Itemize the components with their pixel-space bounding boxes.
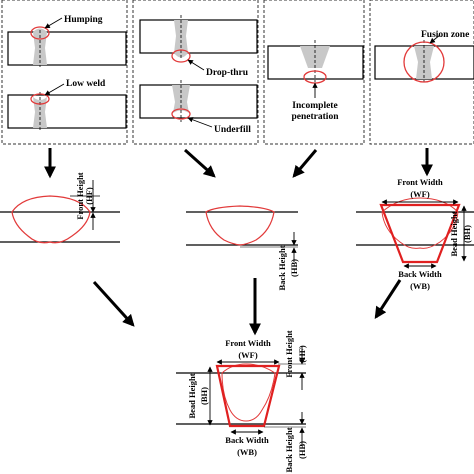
label-front-width-bottom: Front Width — [225, 338, 271, 348]
label-hf-bottom: (HF) — [297, 345, 307, 363]
label-back-width-right: Back Width — [398, 269, 442, 279]
label-humping: Humping — [64, 15, 103, 25]
label-front-height-left: Front Height — [75, 172, 85, 219]
panel-incomplete-penetration: Incomplete penetration — [263, 0, 365, 145]
label-bead-height-right: Bead Height — [449, 211, 459, 256]
bead-front-height: Front Height (HF) — [0, 172, 120, 244]
label-back-height-bottom: Back Height — [284, 427, 294, 472]
plate-humping: Humping — [7, 15, 127, 67]
flow-arrows-top — [44, 148, 433, 179]
label-incomplete-2: penetration — [292, 112, 340, 122]
label-hb-bottom: (HB) — [297, 441, 307, 459]
label-bead-height-bottom: Bead Height — [187, 373, 197, 418]
label-front-height-bottom: Front Height — [284, 330, 294, 377]
flow-arrows-bottom — [92, 278, 402, 336]
label-fusion-zone: Fusion zone — [421, 30, 469, 40]
label-low-weld: Low weld — [66, 79, 106, 89]
label-incomplete-1: Incomplete — [292, 101, 337, 111]
bead-back-height: Back Height (HB) — [186, 205, 299, 291]
label-bh-right: (BH) — [462, 225, 472, 243]
label-hf-left: (HF) — [84, 187, 94, 205]
bead-combined: Front Width (WF) Front Height (HF) Bead … — [176, 330, 307, 473]
panel-humping-lowweld: Humping Low weld — [1, 0, 128, 145]
panel-fusion-zone: Fusion zone — [369, 0, 474, 145]
plate-incomplete: Incomplete penetration — [267, 40, 364, 122]
label-bh-bottom: (BH) — [199, 387, 209, 405]
label-wb-bottom: (WB) — [237, 447, 257, 457]
label-drop-thru: Drop-thru — [206, 68, 249, 78]
label-wf-right: (WF) — [410, 189, 430, 199]
label-back-height-mid: Back Height — [277, 245, 287, 290]
plate-low-weld: Low weld — [7, 79, 127, 130]
label-wb-right: (WB) — [410, 281, 430, 291]
label-underfill: Underfill — [214, 125, 251, 135]
label-back-width-bottom: Back Width — [225, 435, 269, 445]
panel-dropthru-underfill: Drop-thru Underfill — [132, 0, 259, 145]
label-wf-bottom: (WF) — [238, 350, 258, 360]
label-hb-mid: (HB) — [289, 259, 299, 277]
plate-fusion-zone: Fusion zone — [374, 30, 474, 83]
plate-underfill: Underfill — [139, 80, 258, 135]
plate-drop-thru: Drop-thru — [139, 15, 258, 78]
bead-width-height: Front Width (WF) Bead Height (BH) Back W… — [356, 177, 474, 291]
label-front-width-right: Front Width — [397, 177, 443, 187]
